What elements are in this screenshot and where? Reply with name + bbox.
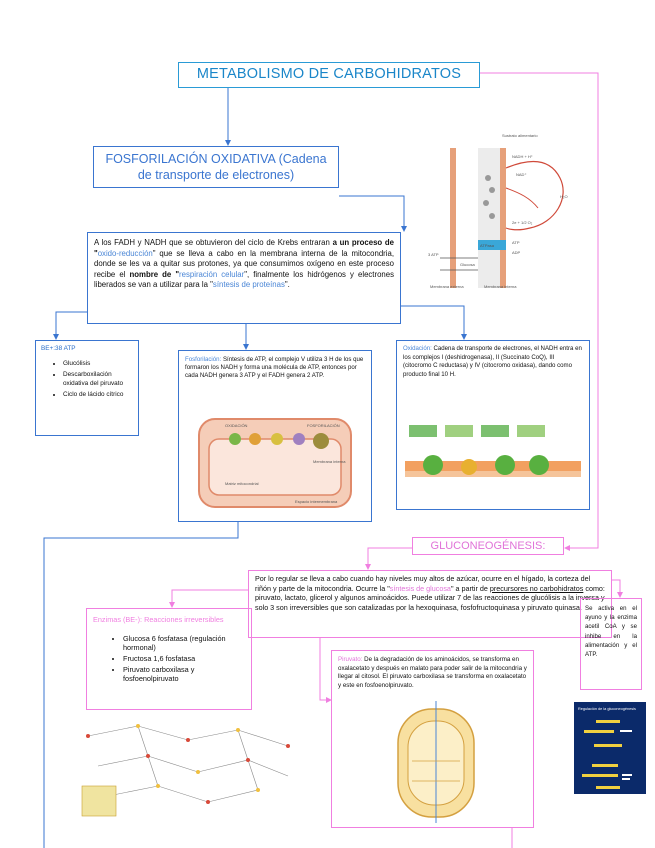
fosforilacion-title-line1: FOSFORILACIÓN OXIDATIVA (Cadena (105, 152, 327, 166)
enzimas-box: Enzimas (BE-): Reacciones irreversibles … (86, 608, 252, 710)
atp-list: Glucólisis Descarboxilación oxidativa de… (41, 360, 133, 400)
mitochondria-membrane-image: OXIDACIÓN FOSFORILACIÓN Matriz mitocondr… (198, 418, 352, 508)
label-adp: ADP (512, 250, 521, 255)
electron-chain-image (405, 425, 581, 477)
main-text-hl3: síntesis de proteínas (212, 280, 285, 290)
main-title: METABOLISMO DE CARBOHIDRATOS (178, 62, 480, 88)
oxidacion-box: Oxidación: Cadena de transporte de elect… (396, 340, 590, 510)
fosforilacion-title-line2: de transporte de electrones) (137, 168, 295, 182)
fosforilacion-text: Síntesis de ATP, el complejo V utiliza 3… (185, 356, 364, 380)
atp-header: BE+:38 ATP (41, 345, 76, 352)
label-membrana-externa: Membrana externa (430, 284, 464, 289)
gluconeogenesis-title: GLUCONEOGÉNESIS: (412, 537, 564, 555)
img-label-matriz: Matriz mitocondrial (225, 481, 259, 486)
fosforilacion-oxidativa-box: FOSFORILACIÓN OXIDATIVA (Cadena de trans… (93, 146, 339, 188)
main-text-p1: A los FADH y NADH que se obtuvieron del … (94, 238, 333, 247)
gluco-text-hl: síntesis de glucosa (389, 583, 451, 593)
main-text-hl2: respiración celular (179, 269, 245, 279)
gluco-text-p3: como: piruvato, lactato, glicerol y algu… (255, 583, 605, 612)
enzimas-header: Enzimas (BE-): Reacciones irreversibles (93, 615, 224, 624)
regulation-image: Regulación de la gluconeogénesis (574, 702, 646, 794)
img-label-oxidacion: OXIDACIÓN (225, 423, 248, 428)
membrane-outer (450, 148, 456, 288)
label-3atp: 3 ATP (428, 252, 439, 257)
glycolysis-pathway-image (81, 724, 290, 817)
ayuno-box: Se activa en el ayuno y la enzima acetil… (580, 598, 642, 690)
main-text-p6: ". (284, 280, 290, 290)
img-label-membrana: Membrana interna (313, 459, 346, 464)
piruvato-label: Piruvato: (338, 656, 363, 663)
label-glucosa: Glucosa (460, 262, 475, 267)
label-nad: NAD⁺ (516, 172, 527, 177)
membrane-intermembrane (478, 148, 500, 288)
img-label-espacio: Espacio intermembrana (295, 499, 338, 504)
oxidacion-label: Oxidación: (403, 345, 432, 352)
main-text-p2: a un proceso de " (94, 238, 394, 258)
piruvato-box: Piruvato: De la degradación de los amino… (331, 650, 534, 828)
label-h2o: H₂O (560, 194, 568, 199)
gluconeogenesis-description: Por lo regular se lleva a cabo cuando ha… (248, 570, 612, 638)
enzimas-list: Glucosa 6 fosfatasa (regulación hormonal… (93, 634, 245, 683)
list-item: Glucólisis (63, 360, 133, 369)
gluco-text-p2: " a partir de (450, 583, 490, 593)
gluco-text-u: precursores no carbohidratos (489, 583, 584, 593)
list-item: Piruvato carboxilasa y fosfoenolpiruvato (123, 665, 245, 683)
list-item: Glucosa 6 fosfatasa (regulación hormonal… (123, 634, 245, 652)
label-o2: 2e + 1/2 O₂ (512, 220, 533, 225)
label-atp: ATP (512, 240, 520, 245)
main-text-p4: nombre de " (129, 269, 180, 279)
piruvato-text: De la degradación de los aminoácidos, se… (338, 656, 527, 689)
img-label-fosforilacion: FOSFORILACIÓN (307, 423, 340, 428)
label-membrana-interna: Membrana interna (484, 284, 517, 289)
list-item: Fructosa 1,6 fosfatasa (123, 654, 245, 663)
label-atpasa: ATPasa (480, 243, 495, 248)
label-nadh: NADH + H⁺ (512, 154, 533, 159)
gluco-text-p1: Por lo regular se lleva a cabo cuando ha… (255, 574, 591, 593)
mitochondria-pathway-image (397, 701, 475, 823)
main-text-p3: " que se lleva a cabo en la membrana int… (94, 248, 394, 279)
label-sustrato: Sustrato alimentario (502, 133, 538, 138)
electron-transport-diagram: Sustrato alimentario NADH + H⁺ NAD⁺ H₂O … (428, 133, 568, 289)
krebs-description: A los FADH y NADH que se obtuvieron del … (87, 232, 401, 324)
atpase-block (478, 240, 506, 250)
membrane-inner (500, 148, 506, 288)
fosforilacion-label: Fosforilación: (185, 356, 222, 363)
oxidacion-text: Cadena de transporte de electrones, el N… (403, 345, 582, 378)
fosforilacion-detail-box: Fosforilación: Síntesis de ATP, el compl… (178, 350, 372, 522)
main-text-hl1: oxido-reducción (97, 248, 153, 258)
atp-yield-box: BE+:38 ATP Glucólisis Descarboxilación o… (35, 340, 139, 436)
main-text-p5: ", finalmente los hidrógenos y electrone… (94, 269, 394, 290)
regulation-title: Regulación de la gluconeogénesis (578, 707, 636, 711)
list-item: Descarboxilación oxidativa del piruvato (63, 371, 133, 388)
list-item: Ciclo de lácido cítrico (63, 391, 133, 400)
